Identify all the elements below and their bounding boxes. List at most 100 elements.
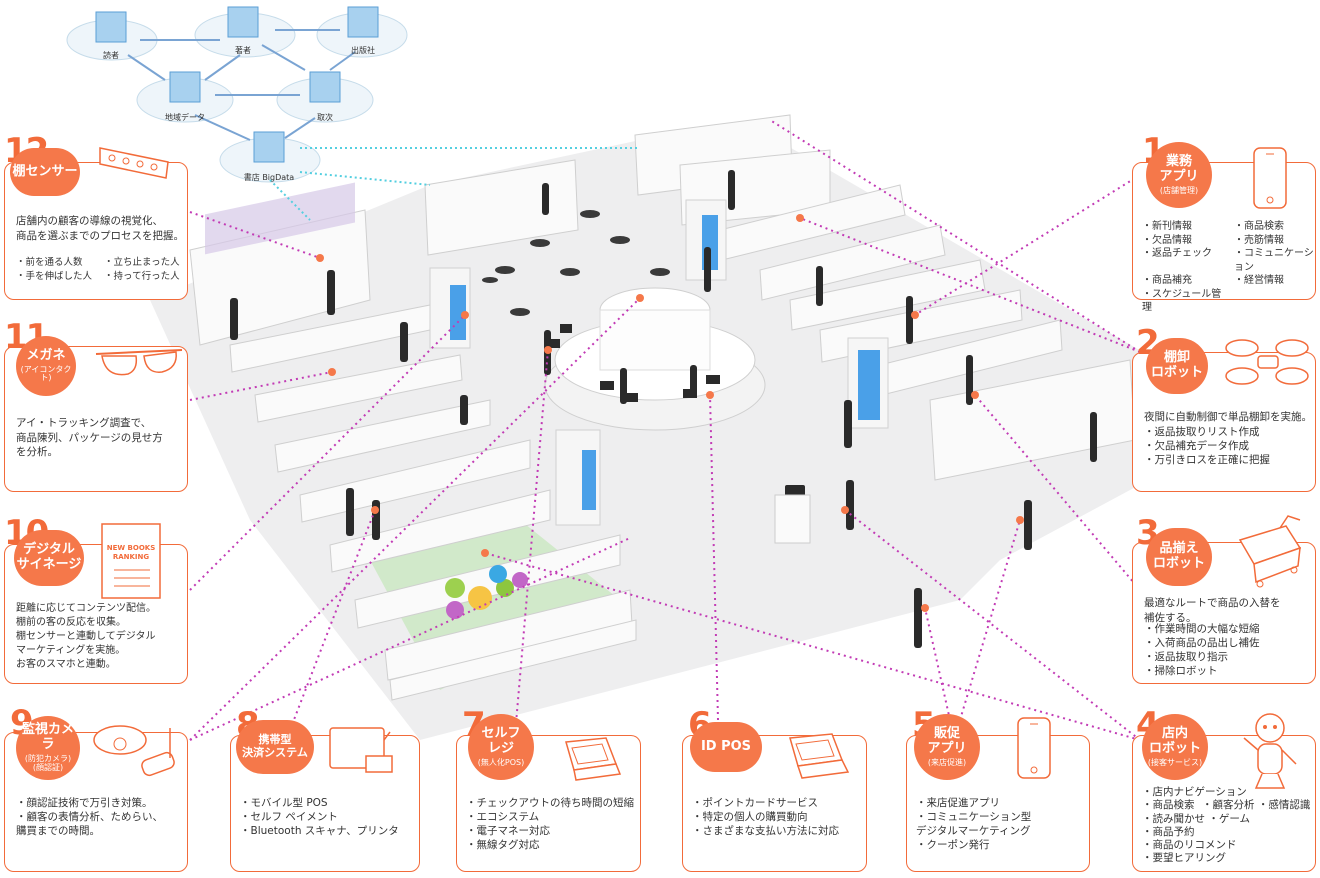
panel-bullets: 作業時間の大幅な短縮 入荷商品の品出し補佐 返品抜取り指示 掃除ロボット <box>1144 622 1260 678</box>
bullet-item: 商品補充 <box>1142 274 1228 288</box>
shopping-cart-icon <box>1238 515 1302 588</box>
panel-bullets: 返品抜取りリスト作成 欠品補充データ作成 万引きロスを正確に把握 <box>1144 425 1271 467</box>
panel-title-bubble: 監視カメラ (防犯カメラ) (顔認証) <box>16 716 80 780</box>
bullet-item: スケジュール管理 <box>1142 288 1228 315</box>
bullet-item: 前を通る人数 <box>16 256 92 270</box>
smartphone-icon <box>1017 717 1051 779</box>
bullet-item: 商品検索 <box>1234 220 1320 234</box>
smartphone-icon <box>1253 147 1287 209</box>
bullet-item: 持って行った人 <box>104 270 180 284</box>
panel-bullets: 顔認証技術で万引き対策。 顧客の表情分析、ためらい、 購買までの時間。 <box>16 796 163 838</box>
panel-subtitle: (無人化POS) <box>477 757 525 767</box>
bullet-item: セルフ ペイメント <box>240 810 399 824</box>
pos-terminal-icon <box>789 733 850 779</box>
panel-subtitle: (防犯カメラ) (顔認証) <box>24 754 72 772</box>
panel-title-bubble: 携帯型 決済システム <box>236 720 314 774</box>
bullet-item: さまざまな支払い方法に対応 <box>692 824 840 838</box>
bullet-item: 売筋情報 <box>1234 234 1320 248</box>
panel-bullets: 来店促進アプリ コミュニケーション型 デジタルマーケティング クーポン発行 <box>916 796 1031 852</box>
panel-title-bubble: メガネ (アイコンタクト) <box>16 336 76 396</box>
store-floor-illustration <box>150 114 1260 740</box>
network-node-bookstore-bigdata: 書店 BigData <box>243 173 295 182</box>
panel-title: 棚卸 ロボット <box>1150 350 1203 380</box>
bullet-item: 商品検索 <box>1142 799 1202 812</box>
panel-title: 店内 ロボット <box>1148 725 1201 756</box>
bullet-item: 電子マネー対応 <box>466 824 634 838</box>
humanoid-robot-icon <box>1243 713 1297 789</box>
connector-lines <box>189 119 1141 741</box>
bullet-item: 来店促進アプリ <box>916 796 1031 810</box>
panel-description: 夜間に自動制御で単品棚卸を実施。 <box>1144 411 1312 423</box>
bullet-item: 立ち止まった人 <box>104 256 180 270</box>
bullet-item: 返品抜取りリスト作成 <box>1144 425 1270 439</box>
panel-bullets: 前を通る人数 立ち止まった人 手を伸ばした人 持って行った人 <box>16 256 180 284</box>
panel-title-bubble: 棚センサー <box>10 148 80 196</box>
panel-bullets: 新刊情報 商品検索 欠品情報 売筋情報 返品チェック コミュニケーション 商品補… <box>1142 220 1320 315</box>
panel-title: 品揃え ロボット <box>1152 541 1205 571</box>
panel-title-bubble: 棚卸 ロボット <box>1146 338 1208 394</box>
panel-bullets: チェックアウトの待ち時間の短縮 エコシステム 電子マネー対応 無線タグ対応 <box>466 796 635 852</box>
bullet-item: 作業時間の大幅な短縮 <box>1144 622 1260 636</box>
bullet-item: 読み聞かせ <box>1142 813 1206 826</box>
bullet-item: 感情認識 <box>1258 799 1318 812</box>
network-node-author: 著者 <box>235 46 251 55</box>
network-node-regional-data: 地域データ <box>165 113 205 122</box>
bullet-item: 新刊情報 <box>1142 220 1228 234</box>
mobile-payment-icon <box>329 727 393 773</box>
panel-description: アイ・トラッキング調査で、 商品陳列、パッケージの見せ方 を分析。 <box>16 417 163 458</box>
panel-title: ID POS <box>700 738 752 754</box>
bullet-item: コミュニケーション型 デジタルマーケティング <box>916 810 1031 838</box>
bullet-item: Bluetooth スキャナ、プリンタ <box>240 824 399 838</box>
bullet-item: エコシステム <box>466 810 634 824</box>
bigdata-network-diagram <box>66 6 640 221</box>
panel-subtitle: (アイコンタクト) <box>20 364 72 383</box>
drone-icon <box>1225 339 1309 385</box>
panel-bullets: モバイル型 POS セルフ ペイメント Bluetooth スキャナ、プリンタ <box>240 796 399 838</box>
bullet-item: 手を伸ばした人 <box>16 270 93 284</box>
bullet-item: コミュニケーション <box>1234 247 1320 274</box>
bullet-item: 経営情報 <box>1234 274 1320 288</box>
panel-description: 距離に応じてコンテンツ配信。 棚前の客の反応を収集。 棚センサーと連動してデジタ… <box>16 603 156 670</box>
panel-subtitle: (店舗管理) <box>1159 185 1199 195</box>
hotspot-dots <box>316 214 1024 612</box>
bullet-item: モバイル型 POS <box>240 796 399 810</box>
panel-title-bubble: 品揃え ロボット <box>1146 528 1212 586</box>
bullet-item: 掃除ロボット <box>1144 664 1260 678</box>
panel-title: 監視カメラ <box>21 722 74 753</box>
signage-ranking-text: NEW BOOKS RANKING <box>106 544 156 561</box>
panel-title: デジタル サイネージ <box>16 542 82 572</box>
panel-title-bubble: ID POS <box>690 722 762 772</box>
panel-title-bubble: デジタル サイネージ <box>14 530 84 586</box>
panel-title-bubble: 販促 アプリ (来店促進) <box>914 714 980 780</box>
network-node-distributor: 取次 <box>317 113 333 122</box>
bullet-item: 返品チェック <box>1142 247 1228 274</box>
panel-subtitle: (来店促進) <box>927 757 967 767</box>
panel-title: 携帯型 決済システム <box>242 733 308 759</box>
bullet-item: 顔認証技術で万引き対策。 <box>16 796 163 810</box>
bullet-item: ポイントカードサービス <box>692 796 839 810</box>
network-node-publisher: 出版社 <box>351 46 375 55</box>
panel-title: 販促 アプリ <box>927 725 967 756</box>
panel-title: メガネ <box>26 347 66 363</box>
bullet-item: ゲーム <box>1208 813 1268 826</box>
bullet-item: クーポン発行 <box>916 838 1031 852</box>
bullet-item: 商品予約 <box>1142 826 1195 839</box>
panel-subtitle: (接客サービス) <box>1147 757 1203 767</box>
panel-title-bubble: セルフ レジ (無人化POS) <box>468 714 534 780</box>
panel-title-bubble: 店内 ロボット (接客サービス) <box>1142 714 1208 780</box>
bullet-item: 無線タグ対応 <box>466 838 634 852</box>
self-register-icon <box>565 737 622 781</box>
panel-title: 業務 アプリ <box>1159 153 1199 184</box>
shelf-sensor-icon <box>99 147 169 179</box>
panel-description: 最適なルートで商品の入替を 補佐する。 <box>1144 597 1281 624</box>
bullet-item: 店内ナビゲーション <box>1142 786 1320 799</box>
panel-title: セルフ レジ <box>481 725 521 756</box>
bullet-item: 返品抜取り指示 <box>1144 650 1260 664</box>
eyeglasses-icon <box>95 349 183 376</box>
network-node-reader: 読者 <box>103 51 119 60</box>
panel-title: 棚センサー <box>12 163 78 179</box>
bullet-item: 顧客の表情分析、ためらい、 購買までの時間。 <box>16 810 163 838</box>
bullet-item: 万引きロスを正確に把握 <box>1144 453 1271 467</box>
bullet-item: 入荷商品の品出し補佐 <box>1144 636 1260 650</box>
signage-ranking-icon <box>101 523 161 599</box>
